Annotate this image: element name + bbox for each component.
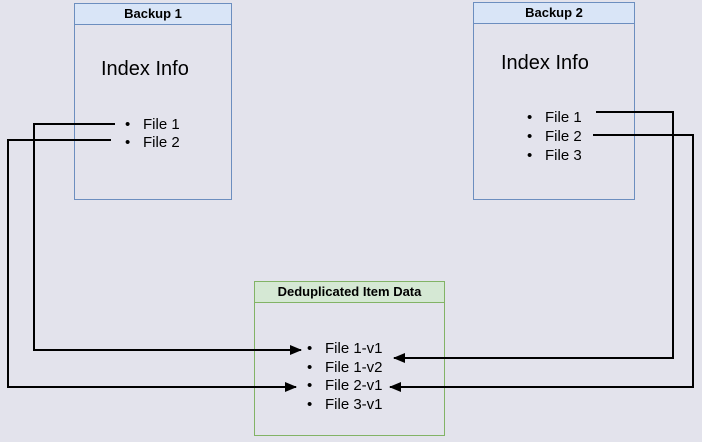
backup1-index-info-label: Index Info (101, 58, 189, 80)
list-item: File 1 (527, 108, 582, 127)
backup2-file-list: File 1File 2File 3 (527, 108, 582, 165)
list-item: File 2 (125, 134, 180, 152)
list-item: File 2 (527, 127, 582, 146)
backup2-index-info-label: Index Info (501, 52, 589, 74)
deduplicated-item-data-title: Deduplicated Item Data (255, 282, 444, 303)
list-item: File 1-v2 (307, 359, 383, 378)
backup1-title: Backup 1 (75, 4, 231, 25)
list-item: File 3-v1 (307, 396, 383, 415)
deduplicated-item-list: File 1-v1File 1-v2File 2-v1File 3-v1 (307, 340, 383, 414)
deduplicated-item-data-box: Deduplicated Item Data File 1-v1File 1-v… (254, 281, 445, 436)
backup1-file-list: File 1File 2 (125, 116, 180, 152)
list-item: File 1-v1 (307, 340, 383, 359)
list-item: File 1 (125, 116, 180, 134)
list-item: File 2-v1 (307, 377, 383, 396)
backup1-box: Backup 1 Index Info File 1File 2 (74, 3, 232, 200)
backup2-title: Backup 2 (474, 3, 634, 24)
backup2-box: Backup 2 Index Info File 1File 2File 3 (473, 2, 635, 200)
list-item: File 3 (527, 146, 582, 165)
